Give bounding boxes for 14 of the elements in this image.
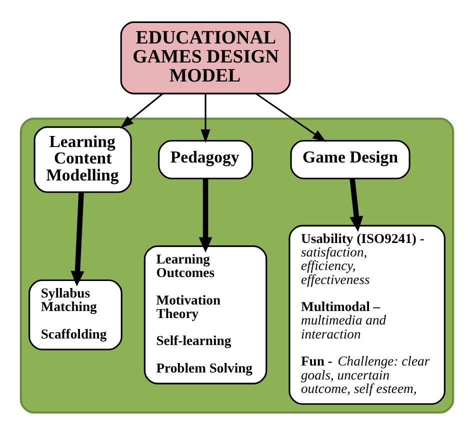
node-box: Pedagogy bbox=[158, 140, 253, 180]
cluster bbox=[20, 118, 454, 414]
node-box: EDUCATIONAL GAMES DESIGN MODEL bbox=[120, 21, 291, 94]
arrow bbox=[70, 192, 84, 287]
arrow bbox=[200, 94, 210, 144]
node-box: Syllabus Matching Scaffolding bbox=[28, 279, 122, 350]
node-box: Game Design bbox=[290, 140, 410, 180]
arrow bbox=[256, 93, 326, 142]
node-box: Learning Outcomes Motivation Theory Self-learning Problem Solving bbox=[144, 245, 268, 384]
node-box: Learning Content Modelling bbox=[34, 126, 132, 193]
arrow bbox=[120, 93, 164, 128]
node-box: Usability (ISO9241) - satisfaction, efficiency, effectiveness Multimodal – multimedia and interaction Fun - Challenge: clear goals, uncertain outcome, self esteem, bbox=[288, 224, 446, 405]
arrow bbox=[350, 178, 364, 232]
arrow bbox=[198, 178, 212, 253]
